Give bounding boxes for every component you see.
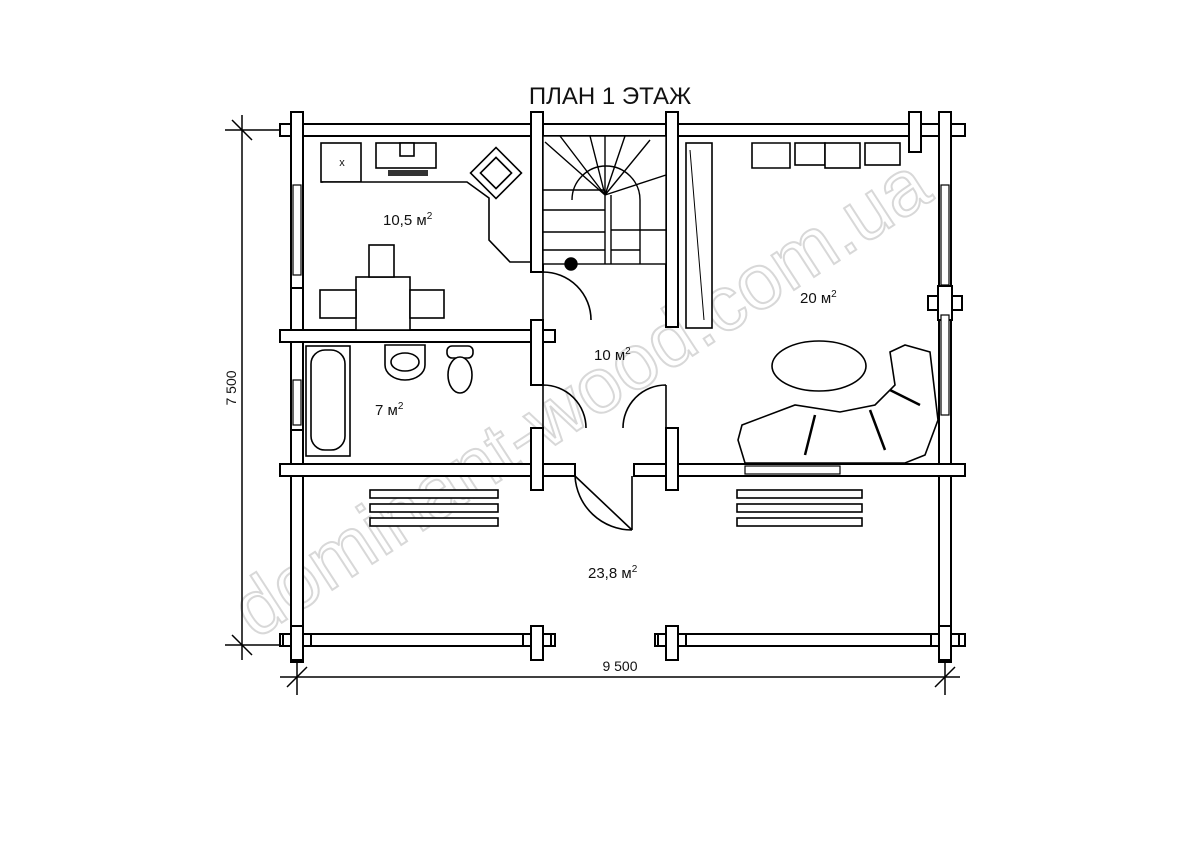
- width-label: 9 500: [602, 658, 637, 674]
- kitchen-furniture: x: [319, 142, 531, 331]
- windows: [292, 184, 950, 475]
- bathroom-fixtures: [305, 344, 474, 457]
- doors: [542, 271, 667, 531]
- kitchen-area: 10,5 м2: [383, 211, 433, 229]
- staircase: [542, 135, 667, 271]
- living-furniture: [685, 142, 939, 464]
- dimension-depth: [225, 115, 280, 660]
- living-area: 20 м2: [800, 289, 837, 307]
- stove-mark: x: [339, 157, 345, 169]
- bathroom-area: 7 м2: [375, 401, 404, 419]
- terrace-area: 23,8 м2: [588, 564, 638, 582]
- hall-area: 10 м2: [594, 346, 631, 364]
- dimension-width: [280, 660, 960, 695]
- terrace-steps: [369, 489, 863, 527]
- depth-label: 7 500: [223, 370, 239, 405]
- plan-title: ПЛАН 1 ЭТАЖ: [529, 83, 691, 110]
